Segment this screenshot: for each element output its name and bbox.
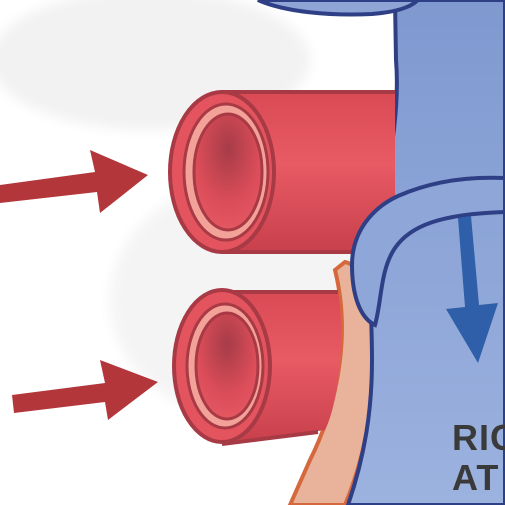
upper-vessel (168, 90, 395, 254)
lower-vessel (172, 288, 342, 446)
atrium-fold (349, 175, 505, 328)
arrow-down-icon (446, 216, 498, 363)
right-atrium-label: RIG AT (452, 418, 505, 498)
arrow-right-icon (12, 360, 158, 420)
right-atrium-label-line1: RIG (452, 417, 505, 458)
arrow-right-icon (0, 150, 148, 213)
right-atrium-label-line2: AT (452, 457, 500, 498)
superior-vena-cava-edge (257, 0, 421, 17)
